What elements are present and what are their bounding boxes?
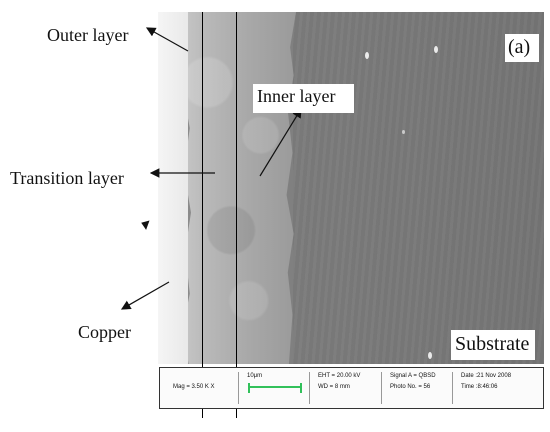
date-text: Date :21 Nov 2008: [461, 373, 512, 379]
left-measurement-line: [202, 12, 203, 418]
info-divider: [238, 372, 239, 404]
magnification-text: Mag = 3.50 K X: [173, 384, 215, 390]
inner-layer-arrow: [259, 107, 302, 177]
scale-text: 10μm: [247, 373, 263, 379]
time-text: Time :8:46:06: [461, 384, 498, 390]
inner-layer-label: Inner layer: [253, 84, 354, 113]
copper-label: Copper: [78, 322, 131, 342]
panel-label: (a): [505, 34, 539, 62]
info-divider: [452, 372, 453, 404]
outer-layer-arrow: [145, 27, 189, 52]
sem-info-bar: Mag = 3.50 K X 10μm EHT = 20.00 kV WD = …: [159, 367, 544, 409]
copper-arrow: [120, 281, 170, 310]
substrate-region: [293, 12, 544, 364]
eht-text: EHT = 20.00 kV: [318, 373, 361, 379]
wd-text: WD = 8 mm: [318, 384, 350, 390]
outer-layer-label: Outer layer: [47, 25, 129, 45]
info-divider: [309, 372, 310, 404]
coating-layer-region: [180, 12, 296, 364]
transition-layer-label: Transition layer: [10, 168, 124, 188]
sem-micrograph: [158, 12, 544, 364]
info-divider: [381, 372, 382, 404]
substrate-particle: [434, 46, 438, 53]
photo-number-text: Photo No. = 56: [390, 384, 431, 390]
scale-bar: [248, 383, 302, 393]
right-measurement-line: [236, 12, 237, 418]
signal-text: Signal A = QBSD: [390, 373, 436, 379]
substrate-particle: [402, 130, 405, 134]
substrate-particle: [365, 52, 369, 59]
copper-region: [158, 12, 188, 364]
substrate-particle: [428, 352, 432, 359]
substrate-label: Substrate: [451, 330, 535, 360]
